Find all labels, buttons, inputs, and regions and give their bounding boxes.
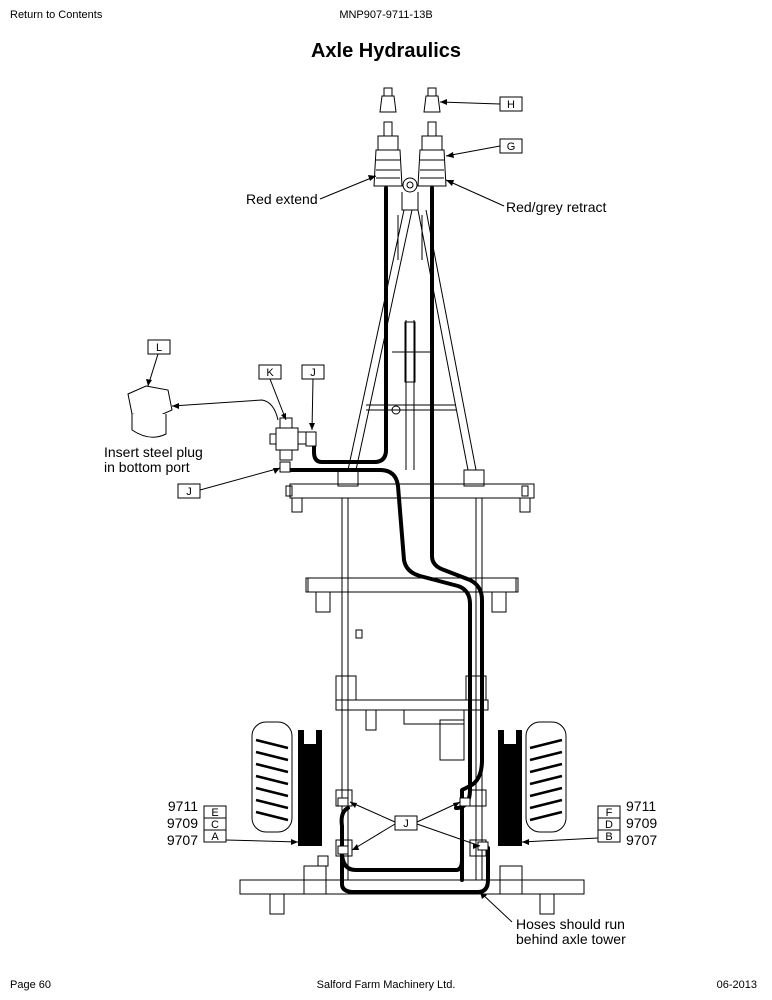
coupler-left: [373, 87, 403, 187]
left-wheel: [251, 721, 293, 833]
steel-plug-l: [127, 385, 173, 438]
valve-k: [269, 417, 317, 473]
leader-arrowheads: [146, 99, 529, 899]
note-insert-plug-line2: in bottom port: [104, 459, 190, 475]
callout-f: F: [606, 807, 613, 819]
model-table-left: E C A 9711 9709 9707: [167, 798, 227, 848]
callout-d: D: [605, 819, 613, 831]
note-hoses-line1: Hoses should run: [516, 916, 625, 932]
hose-fittings: [337, 797, 489, 855]
return-to-contents-link[interactable]: Return to Contents: [10, 9, 103, 21]
callout-l: L: [147, 339, 171, 355]
model-left-1: 9711: [168, 798, 198, 814]
model-right-3: 9707: [626, 832, 657, 848]
callout-e: E: [211, 807, 218, 819]
hydraulic-hoses: [288, 186, 490, 894]
svg-text:H: H: [507, 99, 515, 111]
callout-j-top: J: [301, 364, 325, 380]
leader-lines: [147, 101, 599, 923]
svg-text:J: J: [403, 818, 409, 830]
model-right-1: 9711: [626, 798, 656, 814]
svg-text:L: L: [156, 342, 162, 354]
note-insert-plug-line1: Insert steel plug: [104, 444, 203, 460]
document-code: MNP907-9711-13B: [339, 9, 433, 21]
svg-text:K: K: [266, 367, 274, 379]
right-wheel: [525, 721, 567, 833]
hitch-eye: [401, 177, 419, 211]
note-red-extend: Red extend: [246, 191, 318, 207]
callout-g: G: [499, 138, 523, 154]
callout-j-left: J: [177, 483, 201, 499]
document-date: 06-2013: [716, 979, 757, 991]
model-right-2: 9709: [626, 815, 657, 831]
company-name: Salford Farm Machinery Ltd.: [316, 979, 456, 991]
svg-text:G: G: [507, 141, 516, 153]
coupler-right: [417, 87, 447, 187]
axle-cylinders: [298, 730, 522, 846]
model-left-3: 9707: [167, 832, 198, 848]
callout-c: C: [211, 819, 219, 831]
note-hoses-line2: behind axle tower: [516, 931, 626, 947]
svg-text:J: J: [186, 486, 192, 498]
model-left-2: 9709: [167, 815, 198, 831]
callout-j-axle: J: [394, 815, 418, 831]
callout-b: B: [605, 831, 612, 843]
page-title: Axle Hydraulics: [310, 40, 462, 62]
callout-h: H: [499, 96, 523, 112]
model-table-right: F D B 9711 9709 9707: [597, 798, 657, 848]
svg-text:J: J: [310, 367, 316, 379]
note-red-grey-retract: Red/grey retract: [506, 199, 606, 215]
callout-k: K: [258, 364, 282, 380]
callout-a: A: [211, 831, 219, 843]
page-number: Page 60: [10, 979, 51, 991]
